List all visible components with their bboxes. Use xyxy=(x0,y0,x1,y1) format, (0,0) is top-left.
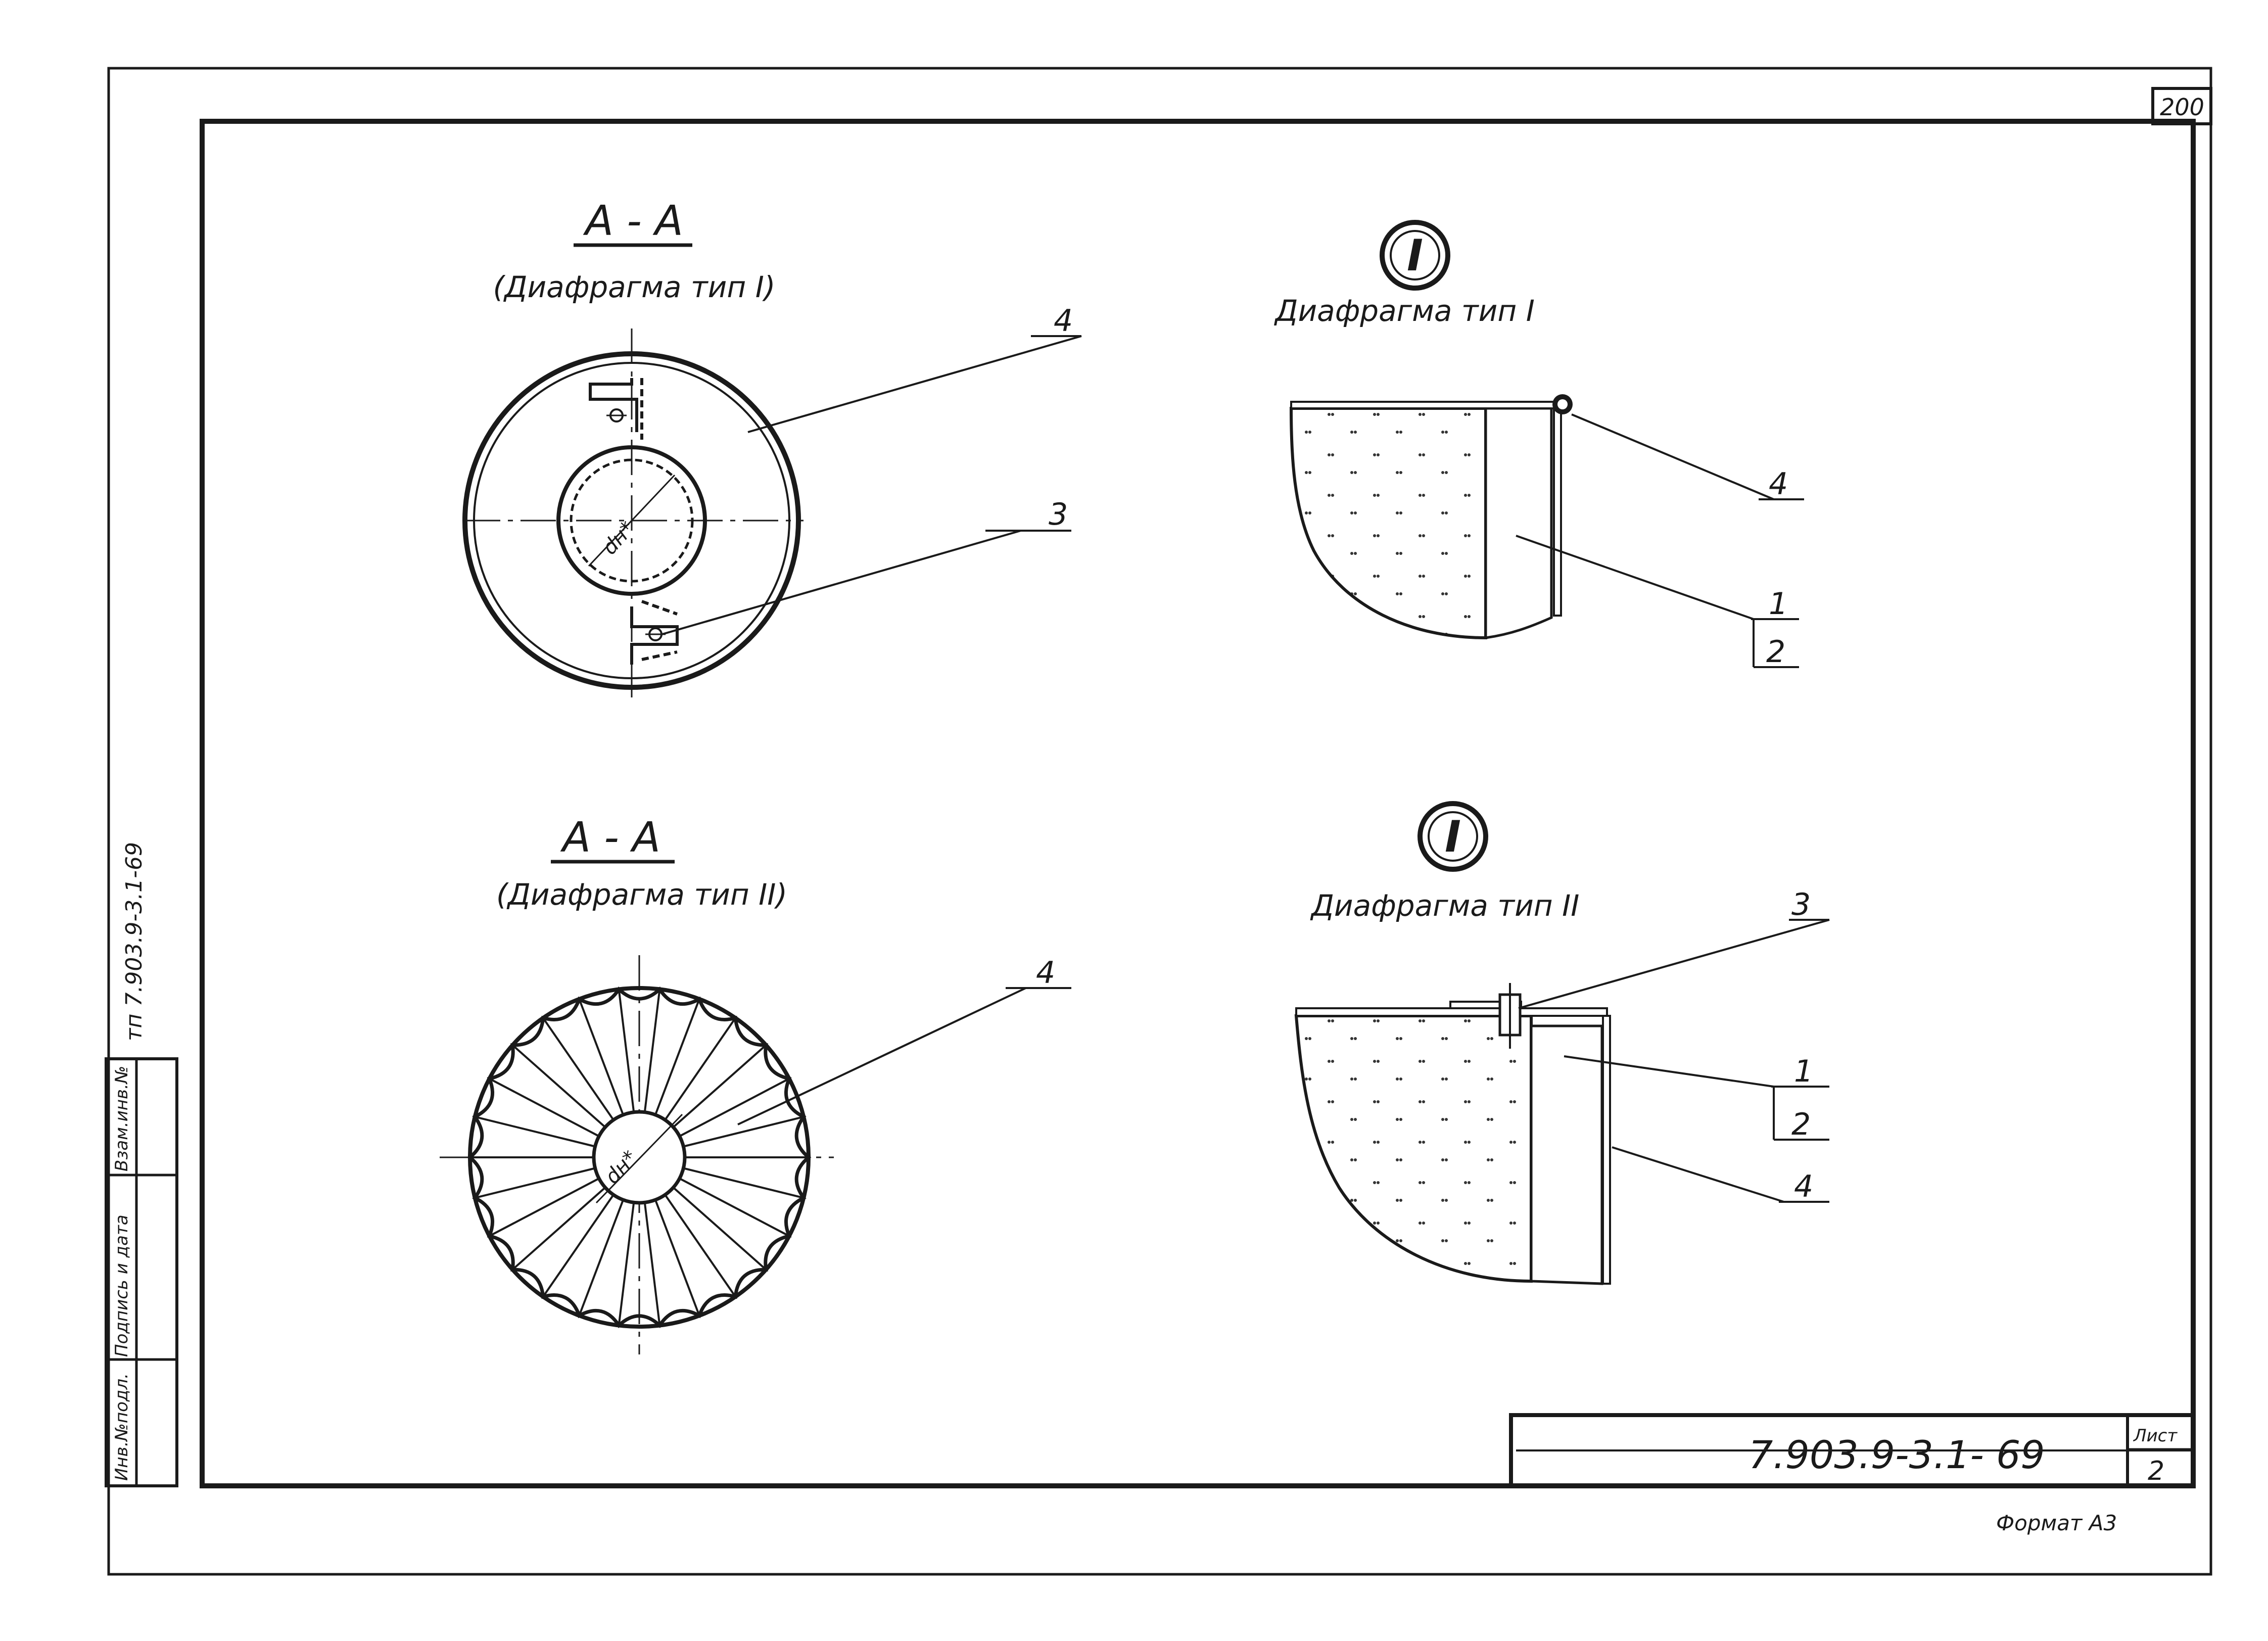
pleat-fold-line xyxy=(475,1115,596,1148)
detail-type1-marker-ring xyxy=(1380,220,1450,291)
detail-type1-pipe xyxy=(1484,407,1553,639)
pleat-fold-line xyxy=(654,1199,700,1316)
clamp-bottom xyxy=(630,600,679,665)
detail-type2-marker: I xyxy=(1445,812,1461,862)
section-type1-callout-4: 4 xyxy=(1054,303,1073,339)
drawing-frame xyxy=(200,119,2196,1488)
drawing-code: 7.903.9-3.1- 69 xyxy=(1749,1432,2045,1477)
pleat-fold-line xyxy=(673,1044,767,1128)
pleat-outer-ring xyxy=(468,986,811,1329)
pleat-fold-line xyxy=(654,999,700,1115)
pleat-fold-line xyxy=(618,989,635,1112)
sheet-label: Лист xyxy=(2133,1426,2178,1446)
detail-type2-callout-2: 2 xyxy=(1791,1107,1811,1142)
side-table-cell-replace: Взам.инв.№ xyxy=(112,1066,132,1171)
pleated-diaphragm xyxy=(467,986,812,1329)
detail-type1-callout-1: 1 xyxy=(1769,586,1788,622)
detail-type1-callout-4: 4 xyxy=(1769,466,1788,502)
pleat-fold-line xyxy=(578,1199,624,1316)
pleat-fold-line xyxy=(683,1115,804,1148)
section-type2-title: А - А xyxy=(560,814,660,862)
side-table-cell-signature: Подпись и дата xyxy=(112,1214,132,1357)
pleat-fold-line xyxy=(489,1077,600,1137)
detail-type1-side-sheet xyxy=(1553,407,1562,617)
title-block: 7.903.9-3.1- 69 Лист 2 xyxy=(1509,1413,2193,1486)
detail-type2-callout-1: 1 xyxy=(1794,1054,1813,1089)
pleat-fold-line xyxy=(683,1167,804,1199)
pleat-fold-line xyxy=(511,1044,606,1128)
pleat-fold-line xyxy=(664,1194,736,1297)
pleat-fold-line xyxy=(643,989,661,1112)
pleat-fold-line xyxy=(578,999,624,1115)
detail-type2-callout-4: 4 xyxy=(1794,1169,1813,1204)
detail-type2-callout-3: 3 xyxy=(1791,887,1811,922)
section-type2-callout-4: 4 xyxy=(1036,955,1055,991)
detail-type2-rivet xyxy=(1498,983,1522,1049)
format-label: Формат А3 xyxy=(1996,1511,2117,1535)
detail-type1-callout-2: 2 xyxy=(1766,634,1785,670)
section-type1-view: А - А (Диафрагма тип I) dн* xyxy=(462,197,1082,702)
pleat-fold-line xyxy=(542,1194,615,1297)
inner-pipe-ring xyxy=(556,445,707,596)
detail-type1-insulation xyxy=(1289,407,1487,640)
sheet-number: 2 xyxy=(2148,1456,2164,1486)
section-type2-view: А - А (Диафрагма тип II) dн* 4 xyxy=(440,814,1071,1354)
pleat-fold-line xyxy=(489,1178,600,1237)
section-type1-subtitle: (Диафрагма тип I) xyxy=(493,270,776,304)
detail-type2-side-sheet xyxy=(1602,1015,1611,1285)
pleat-fold-line xyxy=(643,1202,661,1326)
page-number-box xyxy=(2151,87,2212,125)
detail-type1-marker: I xyxy=(1407,230,1423,281)
outer-ring xyxy=(462,351,801,690)
page-number: 200 xyxy=(2160,93,2204,121)
outer-border xyxy=(107,67,2212,1576)
pleat-fold-line xyxy=(679,1178,790,1237)
side-stamp: тп 7.903.9-3.1-69 xyxy=(121,842,147,1041)
pleat-fold-line xyxy=(542,1017,615,1121)
detail-type2-view: I Диафрагма тип II 3 1 2 4 xyxy=(1294,801,1830,1285)
pleat-fold-line xyxy=(511,1187,606,1271)
detail-type1-subtitle: Диафрагма тип I xyxy=(1273,294,1535,328)
section-type1-callout-3: 3 xyxy=(1049,497,1068,532)
side-stamp-table: Инв.№подл. Подпись и дата Взам.инв.№ xyxy=(105,1057,178,1487)
pleat-fold-line xyxy=(673,1187,767,1271)
detail-type1-top-sheet xyxy=(1290,401,1563,409)
detail-type2-marker-ring xyxy=(1418,801,1488,872)
side-table-cell-inv: Инв.№подл. xyxy=(112,1373,132,1481)
pleat-fold-line xyxy=(679,1077,790,1137)
detail-type2-insulation xyxy=(1294,1014,1533,1283)
section-type1-title: А - А xyxy=(583,197,683,245)
detail-type2-pipe xyxy=(1530,1024,1603,1285)
pleat-fold-line xyxy=(664,1017,736,1121)
detail-type2-subtitle: Диафрагма тип II xyxy=(1310,888,1580,923)
pleat-fold-line xyxy=(475,1167,596,1199)
section-type1-dim: dн* xyxy=(598,517,639,559)
pleat-fold-line xyxy=(618,1202,635,1326)
clamp-top xyxy=(589,378,643,440)
detail-type2-top-sheet xyxy=(1295,1007,1608,1017)
detail-type1-view: I Диафрагма тип I 4 1 2 xyxy=(1273,220,1804,670)
section-type2-subtitle: (Диафрагма тип II) xyxy=(496,877,787,912)
